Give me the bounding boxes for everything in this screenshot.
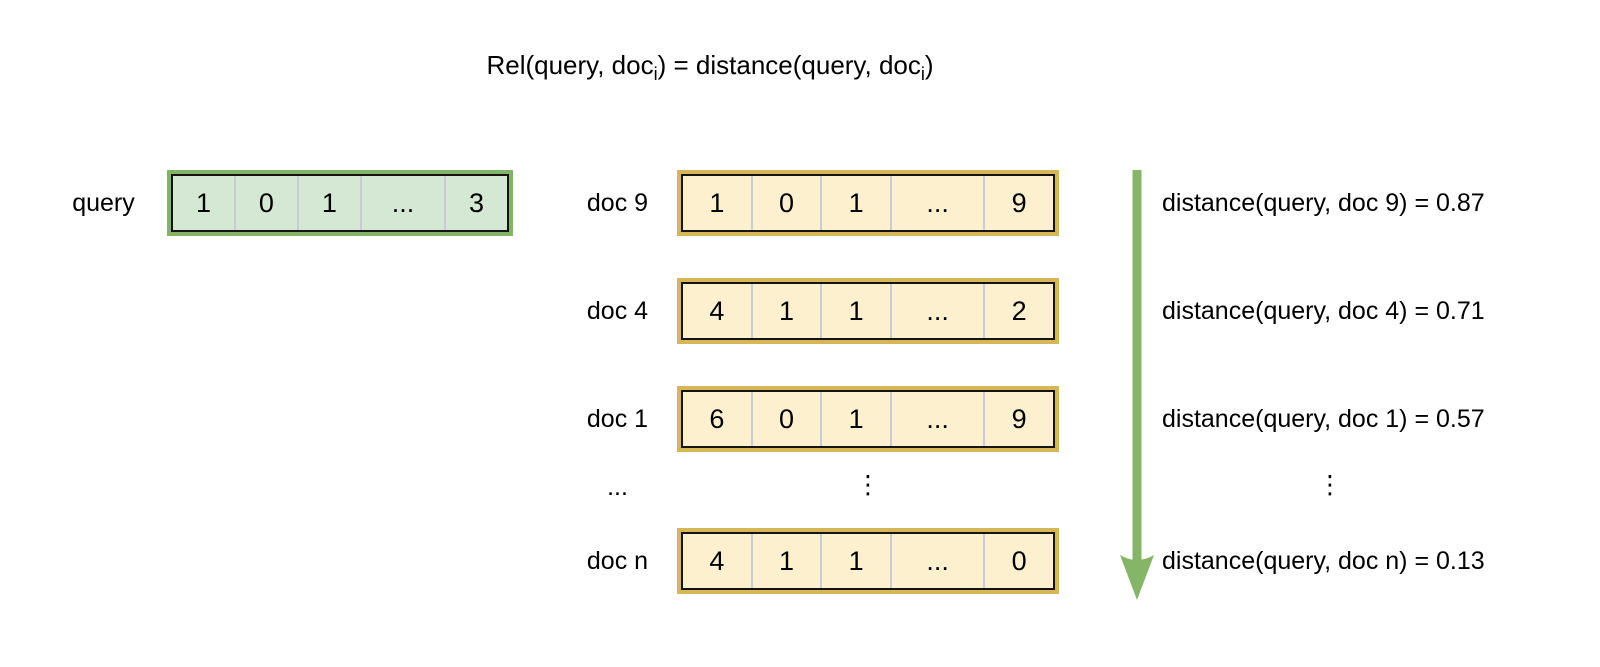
ellipsis-labels-column: ... bbox=[607, 473, 628, 501]
vector-cell: 3 bbox=[444, 176, 507, 230]
vector-cell: 6 bbox=[709, 403, 725, 434]
vector-cell: 0 bbox=[750, 392, 821, 446]
query-vector: 1 0 1 ... 3 bbox=[167, 170, 513, 236]
query-label: query bbox=[72, 189, 135, 217]
formula-part: ) bbox=[924, 50, 934, 80]
vector-cell: 9 bbox=[983, 176, 1053, 230]
doc-label: doc 1 bbox=[586, 405, 649, 433]
distance-value-doc9: distance(query, doc 9) = 0.87 bbox=[1162, 189, 1485, 217]
vector-cell-ellipsis: ... bbox=[889, 392, 983, 446]
formula-subscript: i bbox=[920, 64, 925, 84]
ellipsis-vectors-column: ⋮ bbox=[855, 471, 881, 499]
doc-vector-cells: 1 0 1 ... 9 bbox=[681, 174, 1055, 232]
formula-part: Rel(query, doc bbox=[486, 50, 654, 80]
vector-cell: 2 bbox=[983, 284, 1053, 338]
vector-cell: 4 bbox=[709, 545, 725, 576]
vector-cell: 1 bbox=[195, 187, 211, 218]
query-vector-cells: 1 0 1 ... 3 bbox=[171, 174, 509, 232]
vector-cell: 1 bbox=[820, 392, 890, 446]
formula-title: Rel(query, doci) = distance(query, doci) bbox=[0, 50, 1420, 89]
vector-cell: 9 bbox=[983, 392, 1053, 446]
doc-vector: 4 1 1 ... 0 bbox=[677, 528, 1059, 594]
doc-label: doc n bbox=[586, 547, 649, 575]
distance-value-doc1: distance(query, doc 1) = 0.57 bbox=[1162, 405, 1485, 433]
doc-vector-cells: 6 0 1 ... 9 bbox=[681, 390, 1055, 448]
ellipsis-distances-column: ⋮ bbox=[1317, 471, 1343, 499]
vector-cell: 0 bbox=[750, 176, 821, 230]
distance-value-doc4: distance(query, doc 4) = 0.71 bbox=[1162, 297, 1485, 325]
vector-cell: 1 bbox=[750, 284, 821, 338]
vector-cell: 1 bbox=[750, 534, 821, 588]
vector-cell-ellipsis: ... bbox=[359, 176, 444, 230]
doc-vector: 4 1 1 ... 2 bbox=[677, 278, 1059, 344]
vector-cell: 0 bbox=[233, 176, 297, 230]
doc-vector-cells: 4 1 1 ... 0 bbox=[681, 532, 1055, 590]
vector-cell-ellipsis: ... bbox=[889, 176, 983, 230]
vector-cell: 1 bbox=[709, 187, 725, 218]
vector-cell-ellipsis: ... bbox=[889, 284, 983, 338]
doc-vector-cells: 4 1 1 ... 2 bbox=[681, 282, 1055, 340]
doc-vector: 1 0 1 ... 9 bbox=[677, 170, 1059, 236]
vector-cell: 1 bbox=[820, 284, 890, 338]
doc-label: doc 4 bbox=[586, 297, 649, 325]
vector-cell: 1 bbox=[820, 534, 890, 588]
formula-part: ) = distance(query, doc bbox=[657, 50, 921, 80]
vector-cell-ellipsis: ... bbox=[889, 534, 983, 588]
doc-label: doc 9 bbox=[586, 189, 649, 217]
vector-cell: 1 bbox=[296, 176, 360, 230]
formula-subscript: i bbox=[653, 64, 658, 84]
vector-cell: 4 bbox=[709, 295, 725, 326]
distance-value-docn: distance(query, doc n) = 0.13 bbox=[1162, 547, 1485, 575]
doc-vector: 6 0 1 ... 9 bbox=[677, 386, 1059, 452]
vector-cell: 1 bbox=[820, 176, 890, 230]
down-arrow-icon bbox=[1120, 170, 1154, 600]
vector-cell: 0 bbox=[983, 534, 1053, 588]
